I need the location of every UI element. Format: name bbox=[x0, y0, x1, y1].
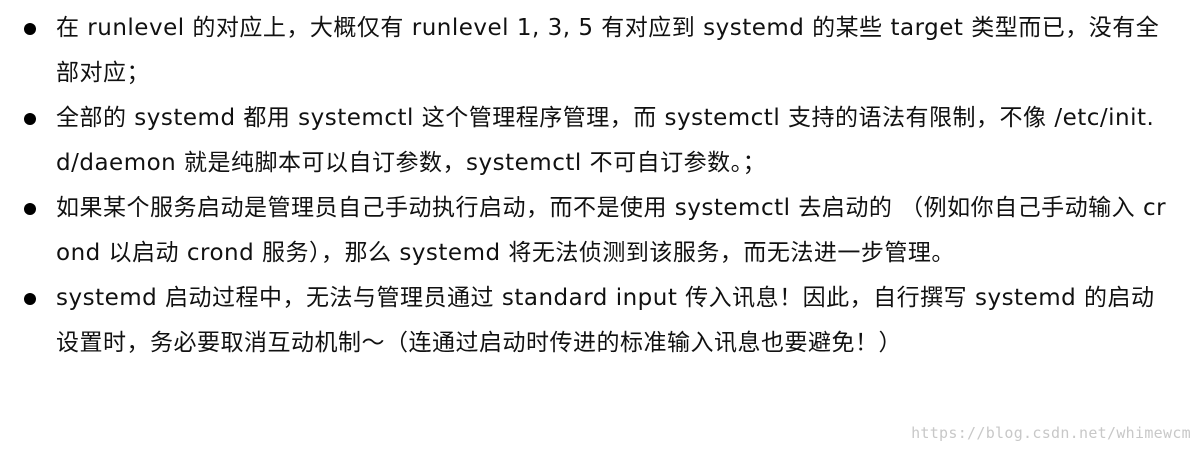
bullet-item-standard-input: systemd 启动过程中，无法与管理员通过 standard input 传入… bbox=[0, 276, 1203, 366]
bullet-dot-icon bbox=[24, 203, 36, 215]
bullet-text: 全部的 systemd 都用 systemctl 这个管理程序管理，而 syst… bbox=[56, 105, 1155, 176]
bullet-item-systemctl: 全部的 systemd 都用 systemctl 这个管理程序管理，而 syst… bbox=[0, 96, 1203, 186]
watermark-url: https://blog.csdn.net/whimewcm bbox=[911, 424, 1191, 442]
bullet-dot-icon bbox=[24, 23, 36, 35]
bullet-text: 在 runlevel 的对应上，大概仅有 runlevel 1, 3, 5 有对… bbox=[56, 15, 1160, 86]
bullet-text: 如果某个服务启动是管理员自己手动执行启动，而不是使用 systemctl 去启动… bbox=[56, 195, 1167, 266]
bullet-text: systemd 启动过程中，无法与管理员通过 standard input 传入… bbox=[56, 285, 1155, 356]
bullet-list: 在 runlevel 的对应上，大概仅有 runlevel 1, 3, 5 有对… bbox=[0, 6, 1203, 366]
bullet-dot-icon bbox=[24, 113, 36, 125]
bullet-dot-icon bbox=[24, 293, 36, 305]
bullet-item-manual-start: 如果某个服务启动是管理员自己手动执行启动，而不是使用 systemctl 去启动… bbox=[0, 186, 1203, 276]
bullet-item-runlevel: 在 runlevel 的对应上，大概仅有 runlevel 1, 3, 5 有对… bbox=[0, 6, 1203, 96]
